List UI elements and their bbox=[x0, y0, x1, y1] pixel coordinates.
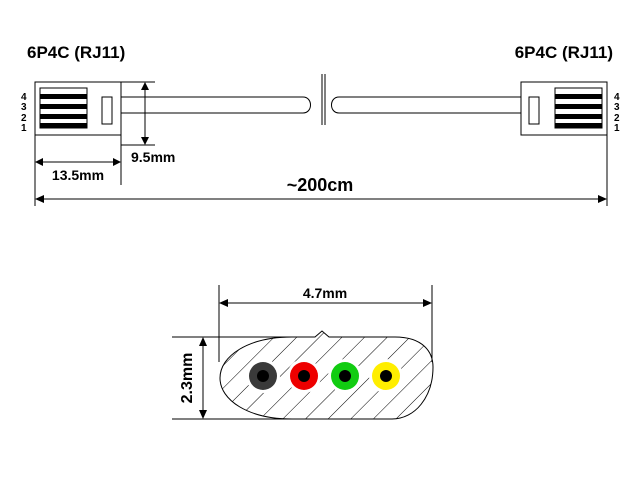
plug-width-dimension bbox=[34, 135, 122, 185]
right-plug-contact-2 bbox=[555, 114, 602, 119]
right-plug-latch bbox=[528, 96, 540, 125]
cable-width-label: 4.7mm bbox=[303, 285, 347, 301]
right-pin-4: 4 bbox=[614, 92, 620, 103]
left-pin-1: 1 bbox=[21, 123, 27, 134]
plug-width-label: 13.5mm bbox=[52, 167, 104, 183]
left-connector-label: 6P4C (RJ11) bbox=[27, 43, 125, 62]
wire-4 bbox=[369, 359, 403, 393]
right-pin-2: 2 bbox=[614, 113, 620, 124]
cable-cross-section bbox=[219, 330, 434, 420]
cable-length-dimension bbox=[34, 135, 608, 206]
left-pin-numbers: 4 3 2 1 bbox=[21, 92, 27, 134]
left-plug bbox=[34, 81, 122, 136]
left-plug-contact-4 bbox=[40, 94, 87, 99]
wire-2 bbox=[287, 359, 321, 393]
wire-4-core bbox=[380, 370, 392, 382]
right-connector-label: 6P4C (RJ11) bbox=[515, 43, 613, 62]
right-pin-3: 3 bbox=[614, 102, 620, 113]
cable-length-label: ~200cm bbox=[287, 175, 354, 195]
wire-3-core bbox=[339, 370, 351, 382]
right-pin-numbers: 4 3 2 1 bbox=[614, 92, 620, 134]
wire-2-core bbox=[298, 370, 310, 382]
plug-height-label: 9.5mm bbox=[131, 149, 175, 165]
cable-body-left bbox=[121, 96, 311, 114]
cable-height-dimension bbox=[172, 336, 292, 420]
right-plug-contact-4 bbox=[555, 94, 602, 99]
cable-body-right bbox=[331, 96, 521, 114]
left-pin-3: 3 bbox=[21, 102, 27, 113]
cable-width-dimension bbox=[218, 285, 433, 362]
plug-height-dimension bbox=[121, 81, 155, 146]
left-pin-4: 4 bbox=[21, 92, 27, 103]
left-plug-latch bbox=[101, 96, 113, 125]
right-plug-contact-1 bbox=[555, 123, 602, 128]
right-pin-1: 1 bbox=[614, 123, 620, 134]
left-plug-contact-3 bbox=[40, 104, 87, 109]
left-plug-contact-2 bbox=[40, 114, 87, 119]
wire-3 bbox=[328, 359, 362, 393]
wire-1-core bbox=[257, 370, 269, 382]
right-plug-contact-3 bbox=[555, 104, 602, 109]
left-plug-contact-1 bbox=[40, 123, 87, 128]
cable-height-label: 2.3mm bbox=[179, 353, 196, 404]
wire-1 bbox=[246, 359, 280, 393]
right-plug bbox=[520, 81, 608, 136]
left-pin-2: 2 bbox=[21, 113, 27, 124]
